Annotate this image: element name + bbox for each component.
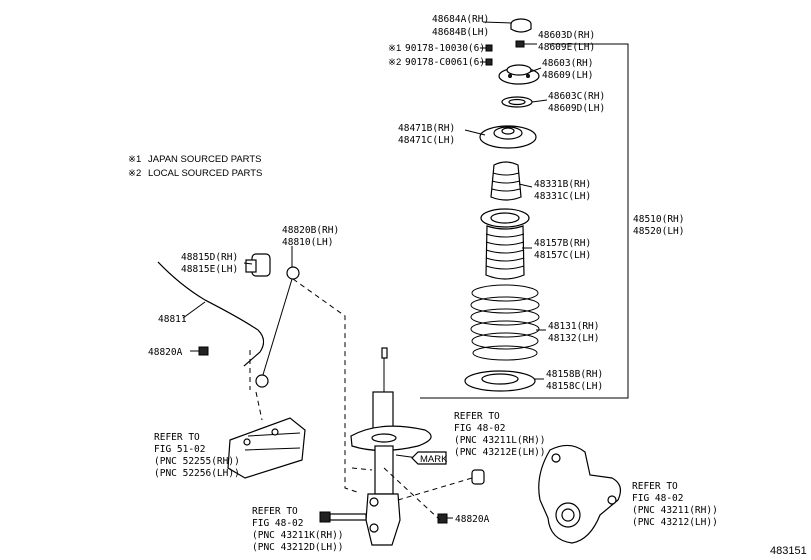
strut-nut-part[interactable]: [437, 513, 448, 524]
nut-local-label[interactable]: 90178-C0061(6): [405, 57, 485, 68]
nut-local-mark: ※2: [388, 57, 401, 68]
stabilizer-bushing-drawing[interactable]: [245, 253, 271, 277]
ref-51-02-line-3: (PNC 52255(RH)): [154, 456, 240, 467]
ref-48-02-top-line-1: REFER TO: [454, 411, 500, 422]
reference-fig-48-02-bottom[interactable]: REFER TO FIG 48-02 (PNC 43211K(RH)) (PNC…: [252, 506, 344, 553]
strut-bolt[interactable]: [319, 511, 367, 523]
boot-label-rh[interactable]: 48157B(RH): [534, 238, 591, 249]
ref-48-02-right-line-2[interactable]: FIG 48-02: [632, 493, 683, 504]
stabilizer-bar-label[interactable]: 48811: [158, 314, 187, 325]
reference-fig-51-02[interactable]: REFER TO FIG 51-02 (PNC 52255(RH)) (PNC …: [154, 432, 240, 479]
stabilizer-bushing-label-lh[interactable]: 48815E(LH): [181, 264, 238, 275]
cap-part-side: [510, 24, 532, 33]
strut-assembly-label-lh[interactable]: 48520(LH): [633, 226, 684, 237]
nut-japan-label[interactable]: 90178-10030(6): [405, 43, 485, 54]
ref-51-02-line-4: (PNC 52256(LH)): [154, 468, 240, 479]
ref-48-02-bottom-line-2[interactable]: FIG 48-02: [252, 518, 303, 529]
bearing-label-rh[interactable]: 48603C(RH): [548, 91, 605, 102]
strut-stack-drawing: [464, 18, 540, 392]
nut-japan-mark: ※1: [388, 43, 401, 54]
ref-48-02-right-line-3: (PNC 43211(RH)): [632, 505, 718, 516]
lower-insulator-label-lh[interactable]: 48158C(LH): [546, 381, 603, 392]
stabilizer-link-drawing[interactable]: [255, 266, 300, 388]
stabilizer-link-label-rh[interactable]: 48820B(RH): [282, 225, 339, 236]
spring-label-rh[interactable]: 48131(RH): [548, 321, 599, 332]
bumper-label-lh[interactable]: 48331C(LH): [534, 191, 591, 202]
ref-51-02-line-1: REFER TO: [154, 432, 200, 443]
spring-label-lh[interactable]: 48132(LH): [548, 333, 599, 344]
mark-callout: MARK: [411, 451, 448, 465]
ref-51-02-line-2[interactable]: FIG 51-02: [154, 444, 205, 455]
cap-nut-label-lh[interactable]: 48609E(LH): [538, 42, 595, 53]
note-local-text: LOCAL SOURCED PARTS: [148, 168, 262, 179]
ref-48-02-right-line-4: (PNC 43212(LH)): [632, 517, 718, 528]
stabilizer-link-label-lh[interactable]: 48810(LH): [282, 237, 333, 248]
stabilizer-nut-label[interactable]: 48820A: [148, 347, 183, 358]
mount-label-rh[interactable]: 48603(RH): [542, 58, 593, 69]
ref-48-02-top-line-4: (PNC 43212E(LH)): [454, 447, 546, 458]
ref-48-02-bottom-line-4: (PNC 43212D(LH)): [252, 542, 344, 553]
cap-nut-label-rh[interactable]: 48603D(RH): [538, 30, 595, 41]
stabilizer-bushing-label-rh[interactable]: 48815D(RH): [181, 252, 238, 263]
stabilizer-bar-drawing[interactable]: [157, 261, 264, 367]
stabilizer-nut-part[interactable]: [198, 346, 209, 356]
part-labels: 48684A(RH) 48684B(LH) 48603D(RH) 48609E(…: [148, 14, 684, 525]
lower-insulator-label-rh[interactable]: 48158B(RH): [546, 369, 603, 380]
cap-nut-part[interactable]: [515, 40, 525, 48]
leader-lines: [182, 21, 548, 519]
strut-assembly-label-rh[interactable]: 48510(RH): [633, 214, 684, 225]
ref-48-02-bottom-line-1: REFER TO: [252, 506, 298, 517]
bumper-label-rh[interactable]: 48331B(RH): [534, 179, 591, 190]
upper-seat-label-rh[interactable]: 48471B(RH): [398, 123, 455, 134]
note-local-mark: ※2: [128, 168, 141, 179]
ref-48-02-right-line-1: REFER TO: [632, 481, 678, 492]
mark-label: MARK: [420, 454, 448, 465]
ref-48-02-bottom-line-3: (PNC 43211K(RH)): [252, 530, 344, 541]
reference-fig-48-02-right[interactable]: REFER TO FIG 48-02 (PNC 43211(RH)) (PNC …: [632, 481, 718, 528]
strut-assembly-bracket: [420, 43, 629, 399]
boot-label-lh[interactable]: 48157C(LH): [534, 250, 591, 261]
strut-mount-bushing: [471, 469, 485, 485]
figure-number: 483151: [770, 545, 807, 557]
nut-local-part[interactable]: [485, 58, 493, 66]
ref-48-02-top-line-3: (PNC 43211L(RH)): [454, 435, 546, 446]
cap-label-rh[interactable]: 48684A(RH): [432, 14, 489, 25]
steering-knuckle-drawing[interactable]: [538, 444, 622, 544]
strut-nut-label[interactable]: 48820A: [455, 514, 490, 525]
crossmember-drawing: [227, 417, 306, 479]
upper-seat-label-lh[interactable]: 48471C(LH): [398, 135, 455, 146]
bumper-part[interactable]: [490, 161, 522, 201]
bearing-label-lh[interactable]: 48609D(LH): [548, 103, 605, 114]
ref-48-02-top-line-2[interactable]: FIG 48-02: [454, 423, 505, 434]
note-japan-mark: ※1: [128, 154, 141, 165]
notes-legend: ※1 JAPAN SOURCED PARTS ※2 LOCAL SOURCED …: [128, 154, 262, 179]
nut-japan-part[interactable]: [485, 44, 493, 52]
mount-label-lh[interactable]: 48609(LH): [542, 70, 593, 81]
reference-fig-48-02-top[interactable]: REFER TO FIG 48-02 (PNC 43211L(RH)) (PNC…: [454, 411, 546, 458]
cap-label-lh[interactable]: 48684B(LH): [432, 27, 489, 38]
mount-top: [506, 64, 532, 76]
note-japan-text: JAPAN SOURCED PARTS: [148, 154, 262, 165]
spring-part[interactable]: [470, 284, 540, 361]
